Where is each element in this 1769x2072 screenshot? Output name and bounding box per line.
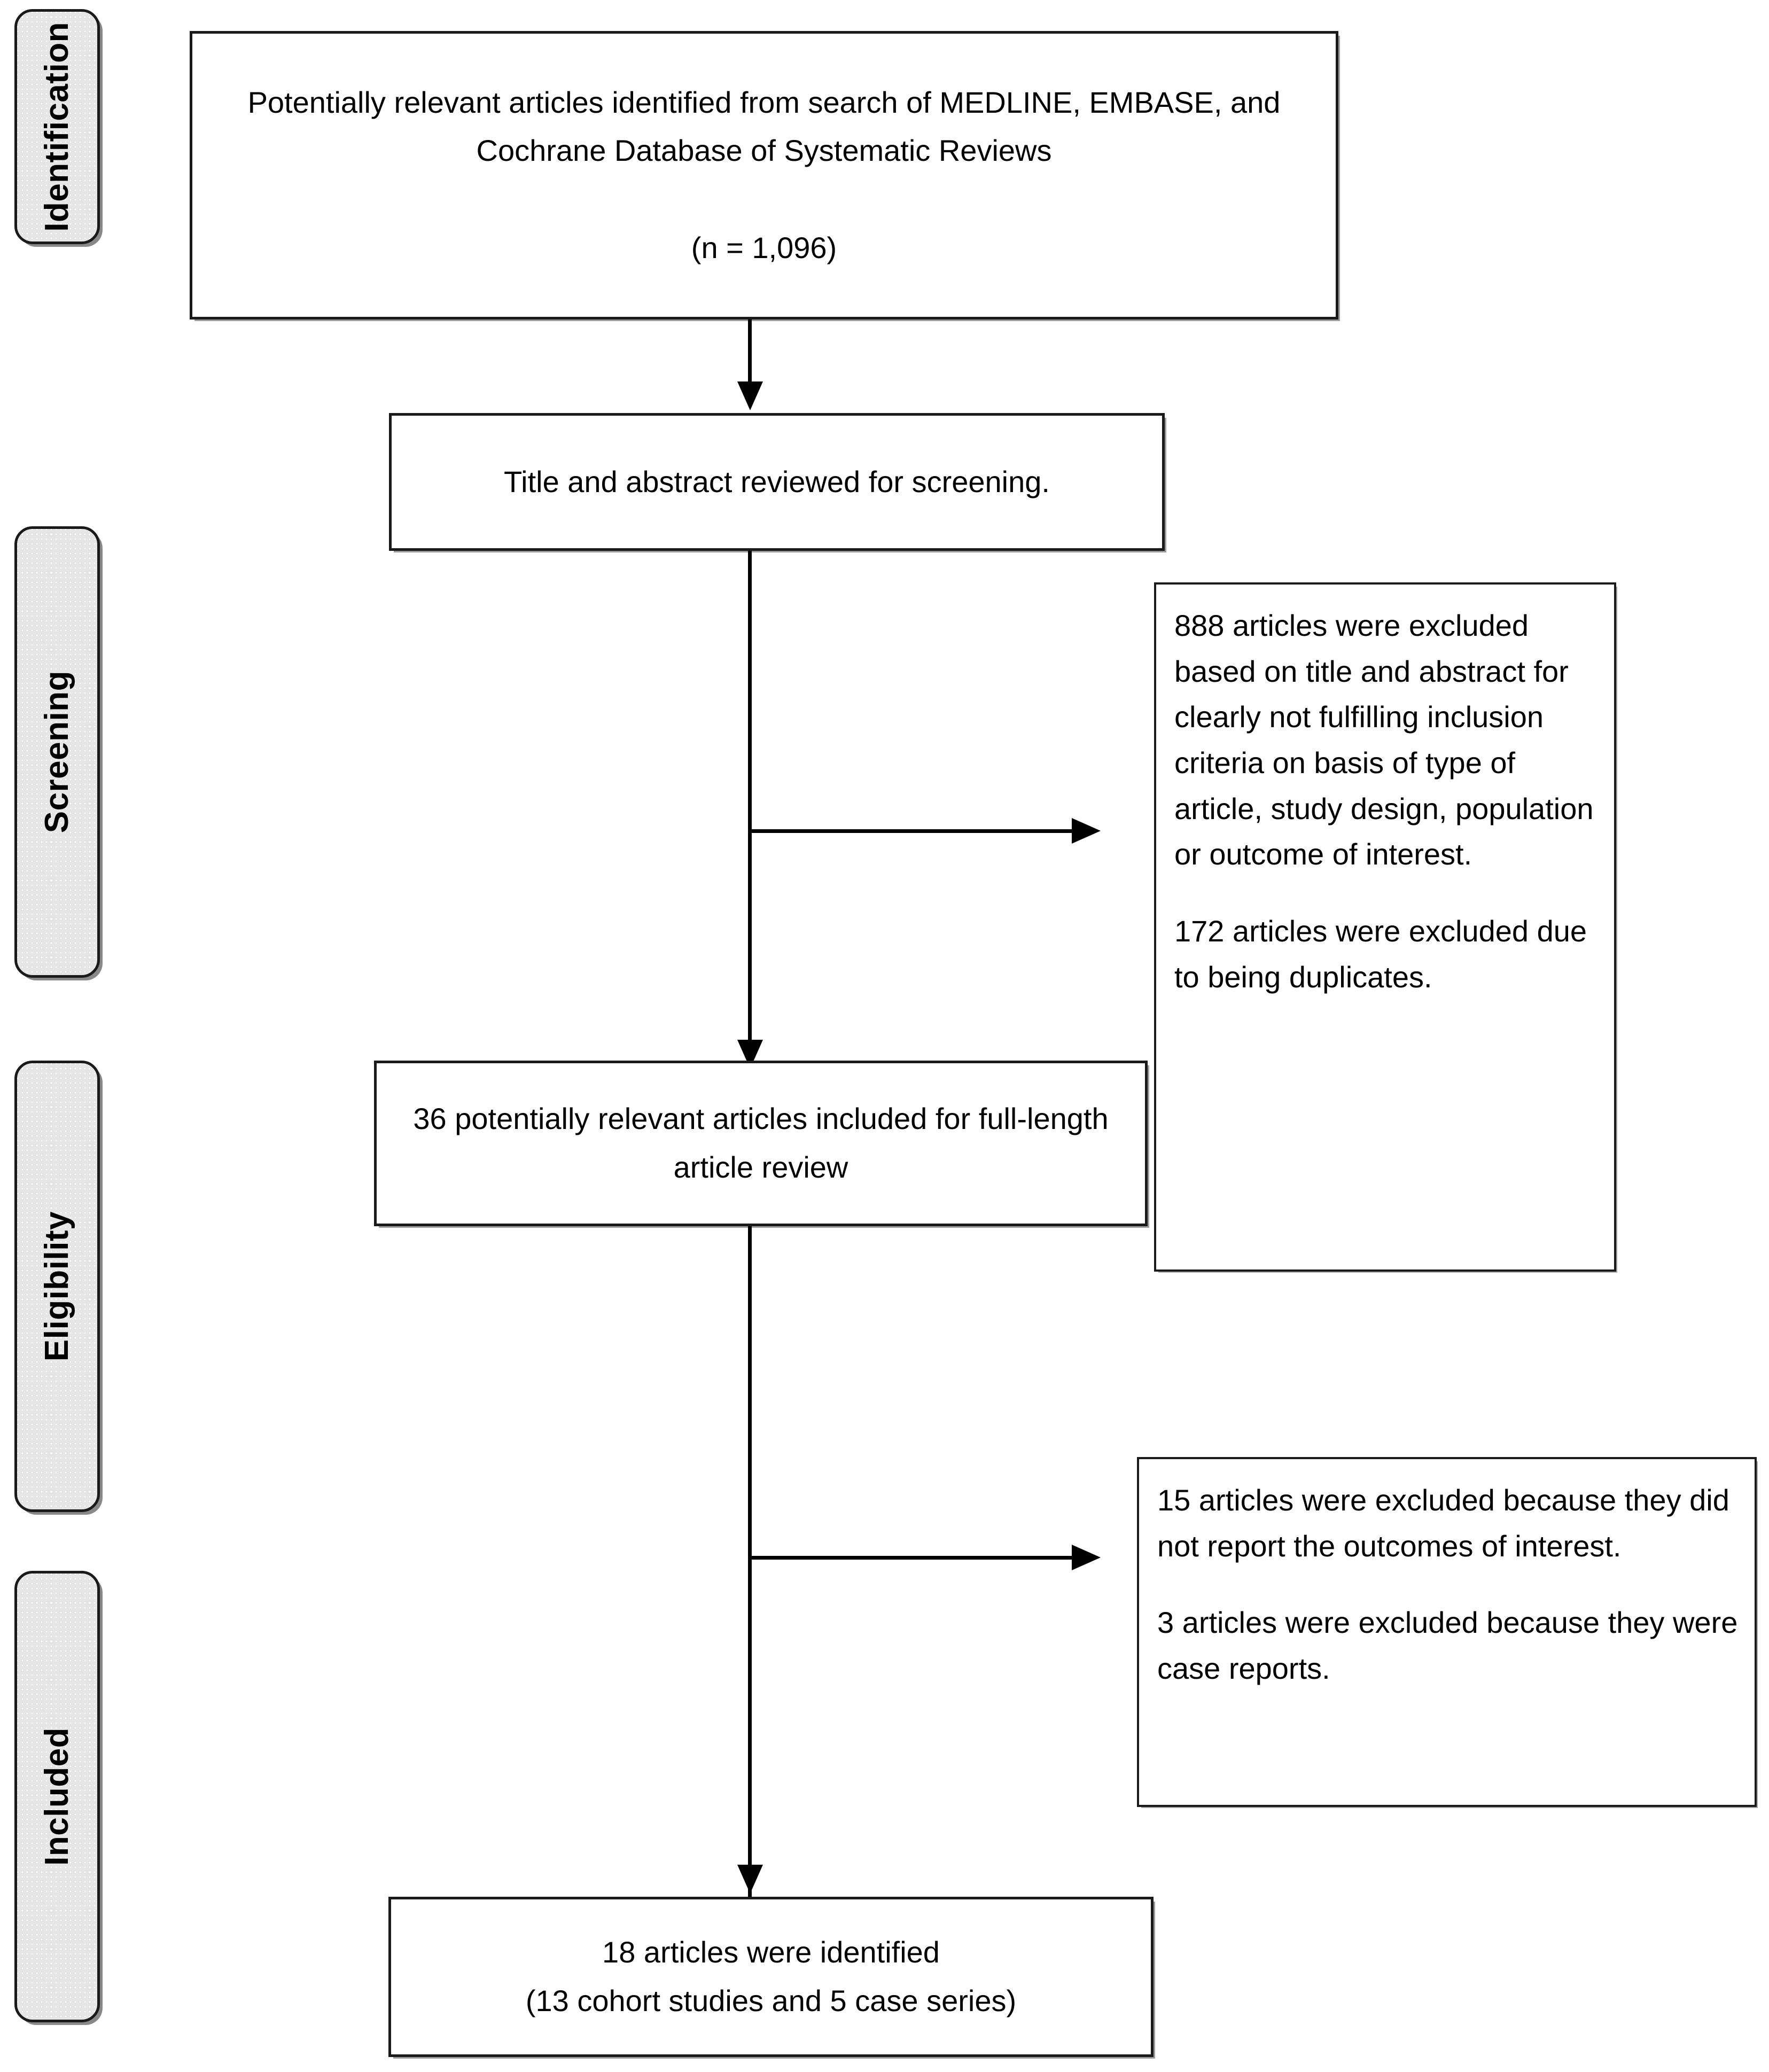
arrow-down-icon-to-final bbox=[737, 1865, 763, 1894]
stage-label-screening: Screening bbox=[38, 671, 75, 834]
exclusion-screening-reason-1: 888 articles were excluded based on titl… bbox=[1174, 609, 1594, 871]
box-exclusion-screening: 888 articles were excluded based on titl… bbox=[1154, 582, 1616, 1272]
exclusion-screening-reason-2: 172 articles were excluded due to being … bbox=[1174, 914, 1587, 994]
stage-label-included: Included bbox=[38, 1727, 75, 1866]
arrow-right-icon-to-exclusion-2 bbox=[1072, 1545, 1101, 1570]
arrow-right-icon-to-exclusion-1 bbox=[1072, 818, 1101, 844]
stage-pill-identification: Identification bbox=[14, 9, 100, 244]
box-full-text-review: 36 potentially relevant articles include… bbox=[374, 1061, 1148, 1226]
stage-label-identification: Identification bbox=[38, 21, 75, 232]
exclusion-eligibility-reason-1: 15 articles were excluded because they d… bbox=[1157, 1483, 1729, 1563]
connector-screening-to-exclusion-1 bbox=[748, 829, 1074, 833]
box-final-included-text: 18 articles were identified (13 cohort s… bbox=[525, 1935, 1017, 2018]
connector-fulltext-to-final bbox=[748, 1226, 752, 1897]
arrow-down-icon-to-screening bbox=[737, 381, 763, 410]
box-final-included: 18 articles were identified (13 cohort s… bbox=[388, 1897, 1154, 2057]
connector-screening-to-fulltext bbox=[748, 551, 752, 1042]
box-records-identified-text: Potentially relevant articles identified… bbox=[247, 85, 1281, 264]
box-exclusion-eligibility: 15 articles were excluded because they d… bbox=[1137, 1457, 1757, 1807]
box-screening: Title and abstract reviewed for screenin… bbox=[389, 413, 1165, 551]
stage-pill-screening: Screening bbox=[14, 526, 100, 978]
box-screening-text: Title and abstract reviewed for screenin… bbox=[504, 464, 1050, 498]
exclusion-eligibility-reason-2: 3 articles were excluded because they we… bbox=[1157, 1606, 1738, 1686]
stage-label-eligibility: Eligibility bbox=[38, 1211, 75, 1362]
box-records-identified: Potentially relevant articles identified… bbox=[190, 31, 1338, 320]
stage-pill-included: Included bbox=[14, 1571, 100, 2022]
stage-pill-eligibility: Eligibility bbox=[14, 1061, 100, 1512]
connector-fulltext-to-exclusion-2 bbox=[748, 1556, 1074, 1560]
box-full-text-review-text: 36 potentially relevant articles include… bbox=[413, 1102, 1109, 1184]
connector-identified-to-screening bbox=[748, 320, 752, 384]
